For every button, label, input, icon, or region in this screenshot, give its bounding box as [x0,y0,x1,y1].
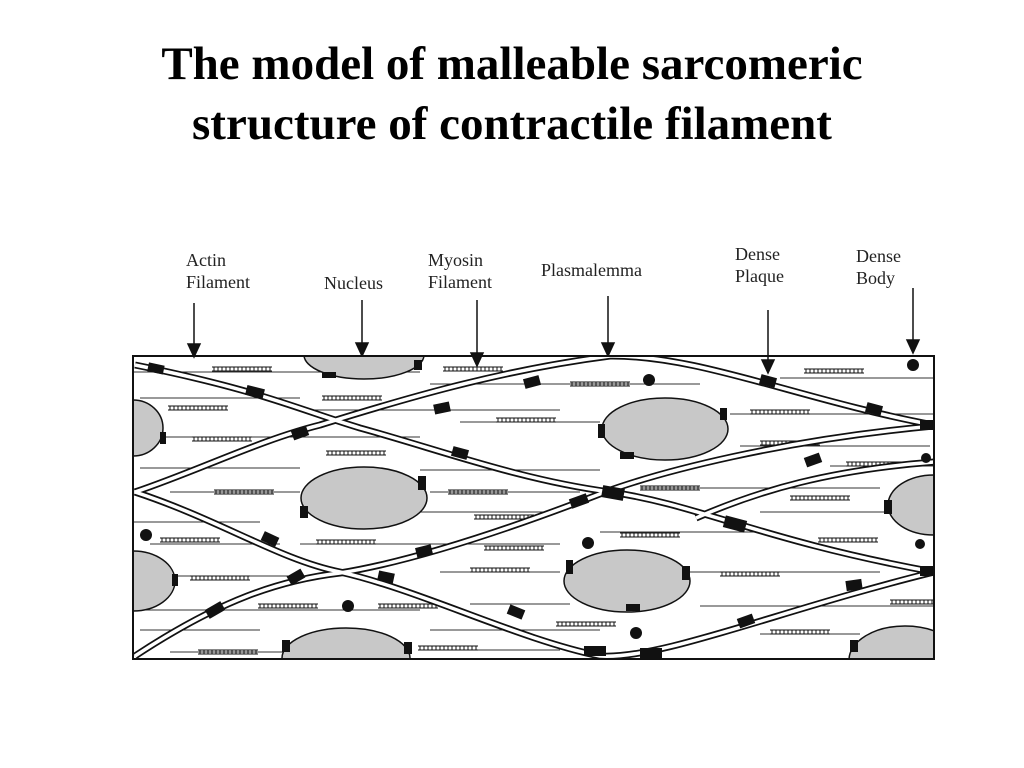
label-myosin-filament: Myosin Filament [428,250,492,292]
plasmalemma-frame [132,355,935,660]
arrow-plasmalemma-head [600,342,616,358]
slide-title: The model of malleable sarcomeric struct… [0,34,1024,154]
arrow-actin-head [186,343,202,359]
nucleus-upper-right [601,397,729,461]
dense-plaques [160,360,892,654]
nucleus-bottom-right [848,625,934,659]
pointer-arrows [186,288,921,375]
title-line-2: structure of contractile filament [192,98,832,150]
dense-bodies-on-filaments [147,362,934,658]
dense-body-dots [140,359,931,639]
label-dense-body: Dense Body [856,246,901,288]
label-actin-filament: Actin Filament [186,250,250,292]
arrow-dense-plaque-head [760,359,776,375]
label-nucleus: Nucleus [324,273,383,293]
label-plasmalemma: Plasmalemma [541,260,642,280]
title-line-1: The model of malleable sarcomeric [161,38,863,90]
arrow-nucleus-head [354,342,370,358]
label-dense-plaque: Dense Plaque [735,244,784,286]
nucleus-center-left [300,466,428,530]
nucleus-left-upper [133,399,164,457]
arrow-dense-body-head [905,339,921,355]
actin-filament-lines [133,371,934,653]
nucleus-lower-center [563,549,691,613]
arrow-myosin-head [469,352,485,368]
contractile-filaments [133,356,934,659]
nuclei [133,356,934,659]
